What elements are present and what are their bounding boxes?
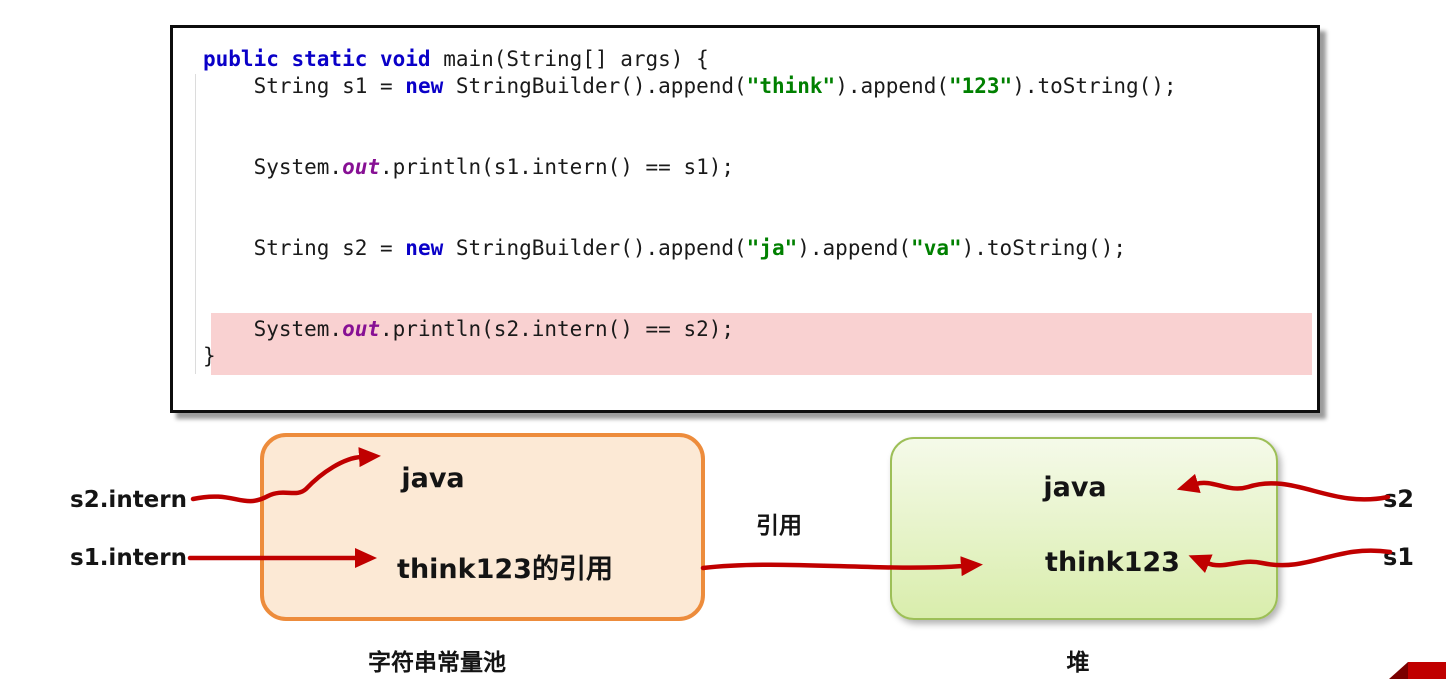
code-line: System.out.println(s1.intern() == s1); <box>203 155 735 179</box>
code-snippet-box: public static void main(String[] args) {… <box>170 25 1320 413</box>
code-line <box>203 127 1315 154</box>
indent-guide-line <box>195 74 196 374</box>
code-line <box>203 289 1315 316</box>
corner-ribbon-icon <box>1389 662 1446 679</box>
pool-entry-java: java <box>401 463 465 494</box>
heap-caption: 堆 <box>1066 650 1090 676</box>
label-reference: 引用 <box>756 513 802 539</box>
heap-entry-think123: think123 <box>1045 547 1180 578</box>
pool-caption: 字符串常量池 <box>368 650 506 676</box>
highlighted-line-band <box>211 313 1312 375</box>
code-line <box>203 262 1315 289</box>
code-line: } <box>203 344 216 368</box>
heap-entry-java: java <box>1043 472 1107 503</box>
heap-box <box>890 437 1278 620</box>
code-lines: public static void main(String[] args) {… <box>203 46 1315 370</box>
code-line <box>203 181 1315 208</box>
string-constant-pool-box <box>260 433 705 621</box>
code-line: public static void main(String[] args) { <box>203 47 709 71</box>
pool-entry-think123-reference: think123的引用 <box>397 554 613 585</box>
label-s2: s2 <box>1383 485 1414 513</box>
code-line <box>203 100 1315 127</box>
code-line: System.out.println(s2.intern() == s2); <box>203 317 735 341</box>
label-s1-intern: s1.intern <box>70 545 187 571</box>
code-line: String s1 = new StringBuilder().append("… <box>203 74 1177 98</box>
label-s1: s1 <box>1383 543 1414 571</box>
code-line: String s2 = new StringBuilder().append("… <box>203 236 1126 260</box>
code-line <box>203 208 1315 235</box>
label-s2-intern: s2.intern <box>70 487 187 513</box>
